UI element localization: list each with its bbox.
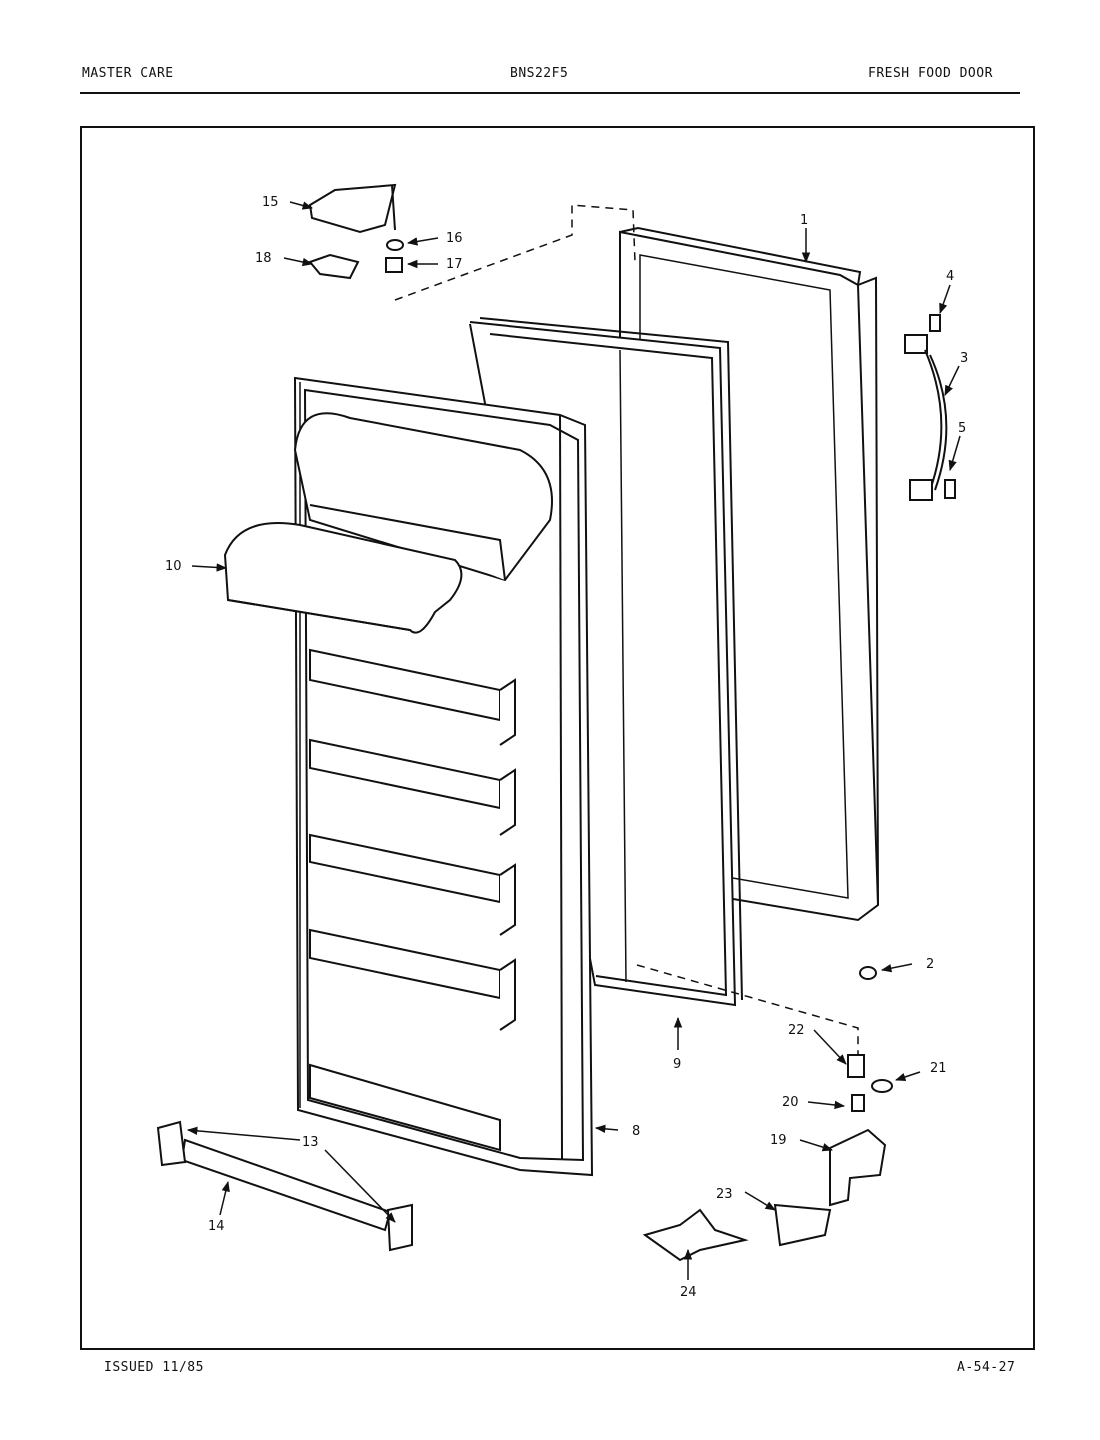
callout-8: 8 (632, 1124, 640, 1139)
dairy-cover (223, 522, 463, 634)
door-handle (904, 314, 956, 501)
diagram-frame (80, 126, 1035, 1350)
callout-17: 17 (446, 257, 463, 272)
callout-15: 15 (262, 195, 279, 210)
header-rule (80, 92, 1020, 94)
callout-5: 5 (958, 421, 966, 436)
issued-date: ISSUED 11/85 (104, 1360, 204, 1375)
callout-21: 21 (930, 1061, 947, 1076)
callout-19: 19 (770, 1133, 787, 1148)
assembly-dashed-lines (394, 204, 859, 1055)
callout-23: 23 (716, 1187, 733, 1202)
callout-4: 4 (946, 269, 954, 284)
callout-16: 16 (446, 231, 463, 246)
header-brand: MASTER CARE (82, 66, 174, 81)
callout-1: 1 (800, 213, 808, 228)
door-shelves (293, 412, 553, 1152)
bottom-hinge-parts (642, 966, 893, 1262)
callout-20: 20 (782, 1095, 799, 1110)
callout-14: 14 (208, 1219, 225, 1234)
header-section: FRESH FOOD DOOR (868, 66, 993, 81)
callout-24: 24 (680, 1285, 697, 1300)
header-model: BNS22F5 (510, 66, 569, 81)
callout-labels: 1 2 3 4 5 8 9 10 13 14 15 16 17 18 19 20… (165, 195, 968, 1300)
callout-2: 2 (926, 957, 934, 972)
callout-9: 9 (673, 1057, 681, 1072)
drawing-reference: A-54-27 (957, 1360, 1016, 1375)
callout-18: 18 (255, 251, 272, 266)
bottom-trim (156, 1120, 413, 1252)
callout-3: 3 (960, 351, 968, 366)
callout-13: 13 (302, 1135, 319, 1150)
callout-10: 10 (165, 559, 182, 574)
top-hinge-parts (308, 183, 404, 280)
callout-22: 22 (788, 1023, 805, 1038)
callout-leaders (186, 201, 961, 1280)
